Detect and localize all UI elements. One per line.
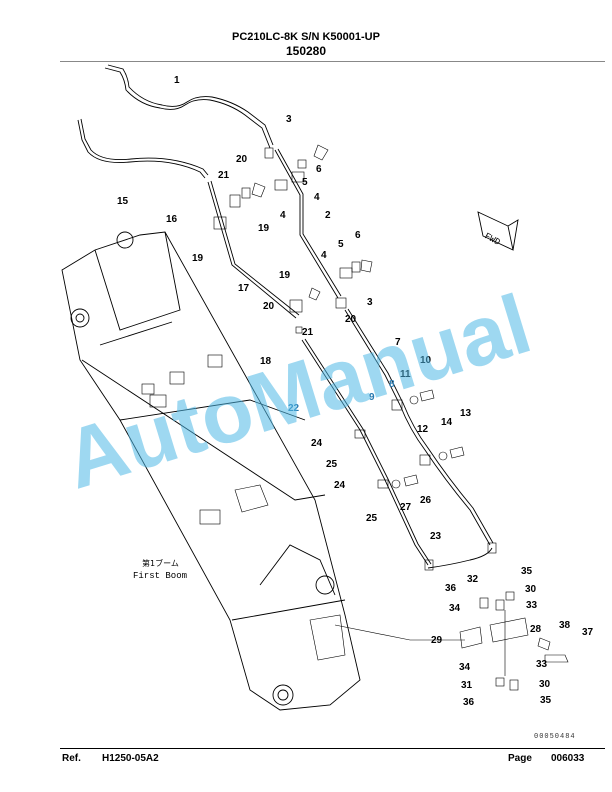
callout-33[interactable]: 33 — [526, 600, 538, 611]
callout-17[interactable]: 17 — [238, 283, 250, 294]
callout-18[interactable]: 18 — [260, 356, 272, 367]
callout-19[interactable]: 19 — [258, 223, 270, 234]
callout-34[interactable]: 34 — [449, 603, 461, 614]
callout-29[interactable]: 29 — [431, 635, 443, 646]
callout-20[interactable]: 20 — [263, 301, 275, 312]
ref-value: H1250-05A2 — [102, 753, 159, 764]
callout-37[interactable]: 37 — [582, 627, 594, 638]
callout-36[interactable]: 36 — [445, 583, 457, 594]
callout-30[interactable]: 30 — [525, 584, 537, 595]
callout-12[interactable]: 12 — [417, 424, 429, 435]
callout-35[interactable]: 35 — [521, 566, 533, 577]
ref-label: Ref. — [62, 753, 81, 764]
callout-26[interactable]: 26 — [420, 495, 432, 506]
boom-label-jp: 第1ブーム — [142, 558, 179, 568]
part-number: 150280 — [285, 44, 327, 58]
callout-21[interactable]: 21 — [218, 170, 230, 181]
footer-rule — [60, 748, 605, 749]
callout-7[interactable]: 7 — [395, 337, 401, 348]
callout-23[interactable]: 23 — [430, 531, 442, 542]
callouts: 1 3 20 6 5 21 4 15 4 2 16 19 6 5 19 4 19… — [117, 75, 594, 708]
page-value: 006033 — [551, 753, 585, 764]
watermark-text: AutoManual — [54, 276, 541, 506]
callout-11[interactable]: 11 — [400, 369, 411, 380]
callout-28[interactable]: 28 — [530, 624, 542, 635]
callout-1[interactable]: 1 — [174, 75, 180, 86]
callout-5[interactable]: 5 — [302, 177, 308, 188]
callout-36[interactable]: 36 — [463, 697, 475, 708]
callout-27[interactable]: 27 — [400, 502, 412, 513]
callout-30[interactable]: 30 — [539, 679, 551, 690]
page-label: Page — [508, 753, 532, 764]
callout-15[interactable]: 15 — [117, 196, 129, 207]
callout-13[interactable]: 13 — [460, 408, 472, 419]
callout-38[interactable]: 38 — [559, 620, 571, 631]
callout-6[interactable]: 6 — [355, 230, 361, 241]
boom-label-en: First Boom — [133, 571, 187, 581]
callout-35[interactable]: 35 — [540, 695, 552, 706]
callout-34[interactable]: 34 — [459, 662, 471, 673]
callout-3[interactable]: 3 — [367, 297, 373, 308]
callout-33[interactable]: 33 — [536, 659, 548, 670]
boom-outline — [61, 231, 361, 711]
callout-25[interactable]: 25 — [326, 459, 338, 470]
callout-19[interactable]: 19 — [279, 270, 291, 281]
callout-6[interactable]: 6 — [316, 164, 322, 175]
callout-9[interactable]: 9 — [369, 392, 375, 403]
callout-20[interactable]: 20 — [236, 154, 248, 165]
hardware — [213, 144, 569, 691]
callout-24[interactable]: 24 — [311, 438, 323, 449]
callout-10[interactable]: 10 — [420, 355, 432, 366]
callout-4[interactable]: 4 — [321, 250, 327, 261]
callout-14[interactable]: 14 — [441, 417, 453, 428]
header-rule — [60, 61, 605, 62]
fwd-label: FWD — [483, 231, 502, 247]
callout-2[interactable]: 2 — [325, 210, 331, 221]
callout-19[interactable]: 19 — [192, 253, 204, 264]
callout-20[interactable]: 20 — [345, 314, 357, 325]
callout-25[interactable]: 25 — [366, 513, 378, 524]
callout-21[interactable]: 21 — [302, 327, 314, 338]
callout-31[interactable]: 31 — [461, 680, 473, 691]
callout-4[interactable]: 4 — [314, 192, 320, 203]
callout-22[interactable]: 22 — [288, 403, 300, 414]
fwd-arrow: FWD — [477, 211, 519, 251]
callout-4[interactable]: 4 — [280, 210, 286, 221]
callout-5[interactable]: 5 — [338, 239, 344, 250]
doc-id: 00050484 — [534, 733, 576, 741]
callout-24[interactable]: 24 — [334, 480, 346, 491]
callout-16[interactable]: 16 — [166, 214, 178, 225]
callout-3[interactable]: 3 — [286, 114, 292, 125]
callout-8[interactable]: 8 — [389, 379, 395, 390]
model-title: PC210LC-8K S/N K50001-UP — [232, 31, 380, 43]
callout-32[interactable]: 32 — [467, 574, 479, 585]
